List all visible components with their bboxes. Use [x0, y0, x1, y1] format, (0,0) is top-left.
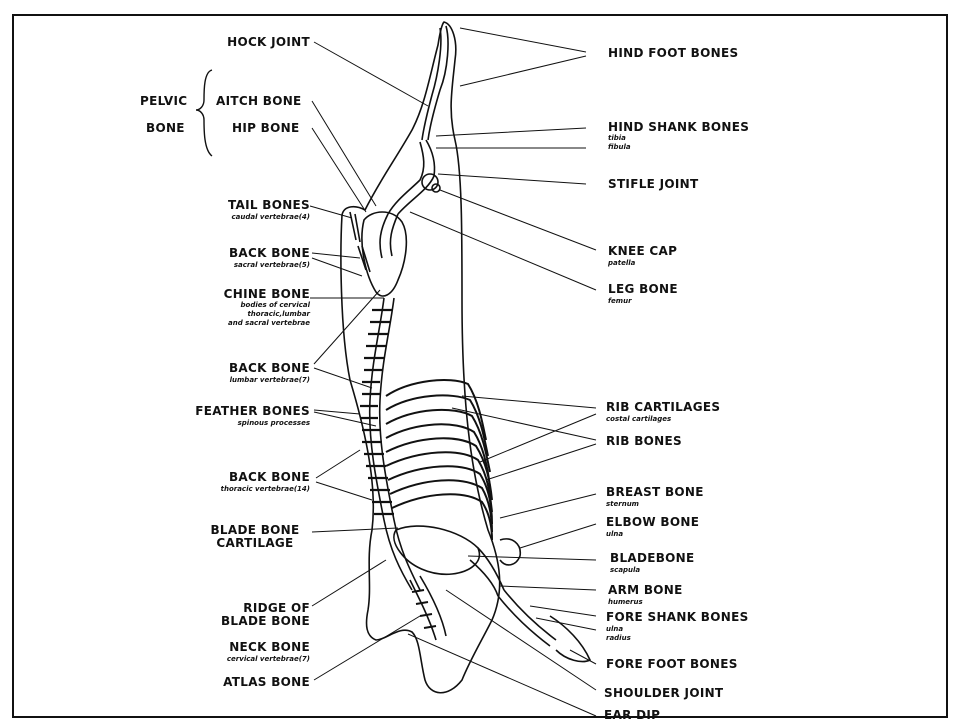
label-tail-bones-sub: caudal vertebrae(4)	[180, 213, 310, 221]
label-back-bone-thoracic: BACK BONE	[190, 470, 310, 484]
label-chine-bone-sub3: and sacral vertebrae	[180, 319, 310, 327]
label-aitch-bone: AITCH BONE	[216, 94, 302, 108]
label-hind-shank-bones: HIND SHANK BONES	[608, 120, 749, 134]
label-tail-bones: TAIL BONES	[190, 198, 310, 212]
label-stifle-joint: STIFLE JOINT	[608, 177, 698, 191]
label-feather-bones-sub: spinous processes	[180, 419, 310, 427]
fore-foot-bones	[550, 616, 590, 662]
label-hind-shank-sub-2: fibula	[608, 143, 631, 151]
label-atlas-bone: ATLAS BONE	[190, 675, 310, 689]
label-arm-bone: ARM BONE	[608, 583, 683, 597]
label-elbow-bone-sub: ulna	[606, 530, 623, 538]
label-fore-shank-bones: FORE SHANK BONES	[606, 610, 749, 624]
label-back-bone-thoracic-sub: thoracic vertebrae(14)	[180, 485, 310, 493]
pelvic-brace	[196, 70, 212, 156]
fore-shank-bones	[498, 590, 556, 646]
label-rib-bones: RIB BONES	[606, 434, 682, 448]
label-knee-cap: KNEE CAP	[608, 244, 677, 258]
label-hip-bone: HIP BONE	[232, 121, 299, 135]
label-breast-bone: BREAST BONE	[606, 485, 704, 499]
label-leg-bone-sub: femur	[608, 297, 632, 305]
label-hind-foot-bones: HIND FOOT BONES	[608, 46, 738, 60]
label-bladebone: BLADEBONE	[610, 551, 695, 565]
label-fore-shank-sub-2: radius	[606, 634, 631, 642]
label-chine-bone: CHINE BONE	[190, 287, 310, 301]
label-rib-cartilages-sub: costal cartilages	[606, 415, 671, 423]
label-ear-dip: EAR DIP	[604, 708, 660, 722]
label-back-bone-sacral-sub: sacral vertebrae(5)	[180, 261, 310, 269]
label-elbow-bone: ELBOW BONE	[606, 515, 699, 529]
label-breast-bone-sub: sternum	[606, 500, 639, 508]
leg-bone	[380, 214, 398, 258]
label-pelvic-bone: BONE	[146, 121, 185, 135]
label-chine-bone-sub2: thoracic,lumbar	[180, 310, 310, 318]
hind-shank-bones	[398, 140, 435, 214]
label-hock-joint: HOCK JOINT	[198, 35, 310, 49]
tail-bones	[350, 212, 370, 272]
label-arm-bone-sub: humerus	[608, 598, 643, 606]
label-neck-bone: NECK BONE	[190, 640, 310, 654]
label-blade-bone-cartilage-2: CARTILAGE	[200, 536, 310, 550]
label-back-bone-lumbar-sub: lumbar vertebrae(7)	[180, 376, 310, 384]
label-ridge-of-blade-bone-1: RIDGE OF	[190, 601, 310, 615]
label-blade-bone-cartilage-1: BLADE BONE	[200, 523, 310, 537]
label-knee-cap-sub: patella	[608, 259, 635, 267]
label-chine-bone-sub1: bodies of cervical	[180, 301, 310, 309]
bladebone	[394, 526, 479, 574]
label-back-bone-lumbar: BACK BONE	[190, 361, 310, 375]
rib-bones	[386, 380, 492, 540]
label-neck-bone-sub: cervical vertebrae(7)	[180, 655, 310, 663]
label-pelvic: PELVIC	[140, 94, 187, 108]
label-rib-cartilages: RIB CARTILAGES	[606, 400, 720, 414]
neck-bones	[410, 576, 446, 640]
label-feather-bones: FEATHER BONES	[170, 404, 310, 418]
label-fore-foot-bones: FORE FOOT BONES	[606, 657, 738, 671]
label-ridge-of-blade-bone-2: BLADE BONE	[190, 614, 310, 628]
label-hind-shank-sub-1: tibia	[608, 134, 626, 142]
label-leg-bone: LEG BONE	[608, 282, 678, 296]
label-fore-shank-sub-1: ulna	[606, 625, 623, 633]
elbow-bone	[500, 539, 520, 565]
label-bladebone-sub: scapula	[610, 566, 640, 574]
label-shoulder-joint: SHOULDER JOINT	[604, 686, 723, 700]
label-back-bone-sacral: BACK BONE	[190, 246, 310, 260]
